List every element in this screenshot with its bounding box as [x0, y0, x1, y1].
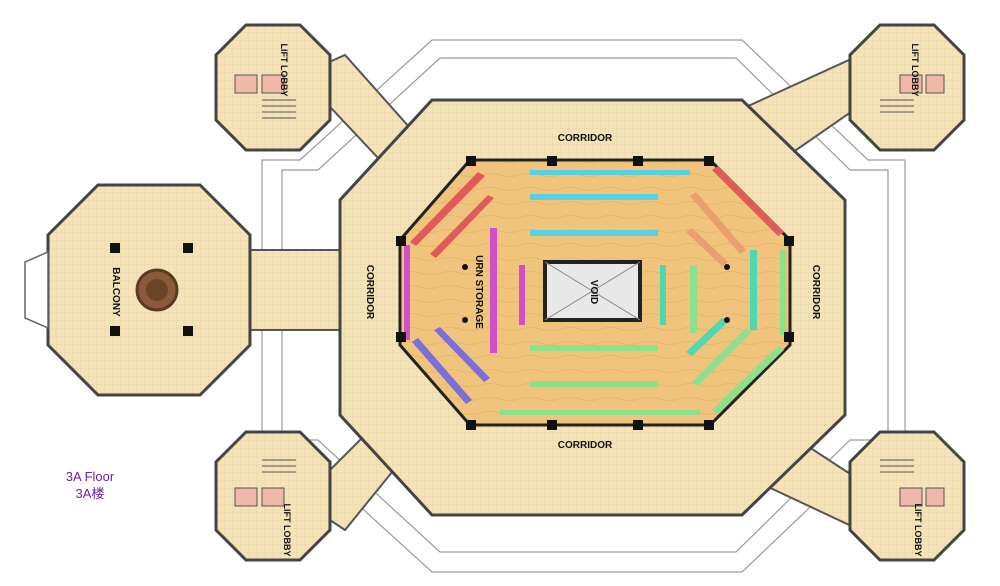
- urn-row: [434, 327, 490, 382]
- column: [183, 326, 193, 336]
- urn-row: [686, 318, 728, 356]
- urn-shelves: [404, 166, 786, 415]
- urn-row: [686, 228, 728, 266]
- urn-storage-label: URN STORAGE: [473, 255, 484, 329]
- urn-row: [780, 250, 786, 335]
- floor-label-zh: 3A楼: [75, 486, 105, 501]
- lift-tower-bottom-left: [214, 430, 332, 562]
- corridor-label-right: CORRIDOR: [810, 265, 821, 320]
- chamber-columns: [396, 156, 794, 430]
- urn-row: [500, 410, 700, 415]
- lift-tower-bottom-right: [848, 430, 966, 562]
- urn-row: [530, 345, 658, 351]
- urn-row: [692, 328, 752, 386]
- balcony-label: BALCONY: [110, 267, 121, 317]
- lift-car: [261, 74, 285, 94]
- floor-label: 3A Floor 3A楼: [30, 468, 150, 502]
- urn-row: [404, 245, 410, 340]
- balcony-wing: [24, 183, 361, 397]
- corridor-label-left: CORRIDOR: [364, 265, 375, 320]
- urn-row: [530, 230, 658, 236]
- column: [110, 326, 120, 336]
- urn-row: [412, 338, 472, 404]
- urn-row: [750, 250, 757, 330]
- urn-row: [712, 346, 784, 414]
- lift-tower-top-left: [214, 23, 332, 152]
- lift-car: [925, 487, 945, 507]
- urn-row: [690, 192, 746, 254]
- lift-car: [261, 487, 285, 507]
- corridor-label-top: CORRIDOR: [558, 133, 613, 144]
- urn-row: [530, 194, 658, 200]
- column: [183, 243, 193, 253]
- urn-row: [712, 166, 784, 236]
- corridor-label-bottom: CORRIDOR: [558, 440, 613, 451]
- lift-lobby-label-tr: LIFT LOBBY: [910, 44, 920, 97]
- lift-lobby-label-bl: LIFT LOBBY: [282, 504, 292, 557]
- urn-row: [430, 195, 494, 258]
- lift-car: [925, 74, 945, 94]
- urn-row: [490, 228, 497, 353]
- lift-tower-top-right: [848, 23, 966, 152]
- column: [110, 243, 120, 253]
- lift-car: [899, 487, 923, 507]
- lift-car: [234, 74, 258, 94]
- urn-row: [519, 265, 525, 325]
- urn-row: [410, 172, 485, 246]
- lift-lobby-label-br: LIFT LOBBY: [913, 504, 923, 557]
- urn-row: [530, 170, 690, 175]
- urn-row: [660, 265, 666, 325]
- outer-boundary: [261, 39, 906, 573]
- lift-car: [234, 487, 258, 507]
- floor-label-en: 3A Floor: [65, 469, 115, 484]
- lift-car: [899, 74, 923, 94]
- lift-lobby-label-tl: LIFT LOBBY: [279, 44, 289, 97]
- void-label: VOID: [588, 280, 599, 304]
- urn-row: [530, 381, 658, 387]
- urn-row: [690, 265, 697, 333]
